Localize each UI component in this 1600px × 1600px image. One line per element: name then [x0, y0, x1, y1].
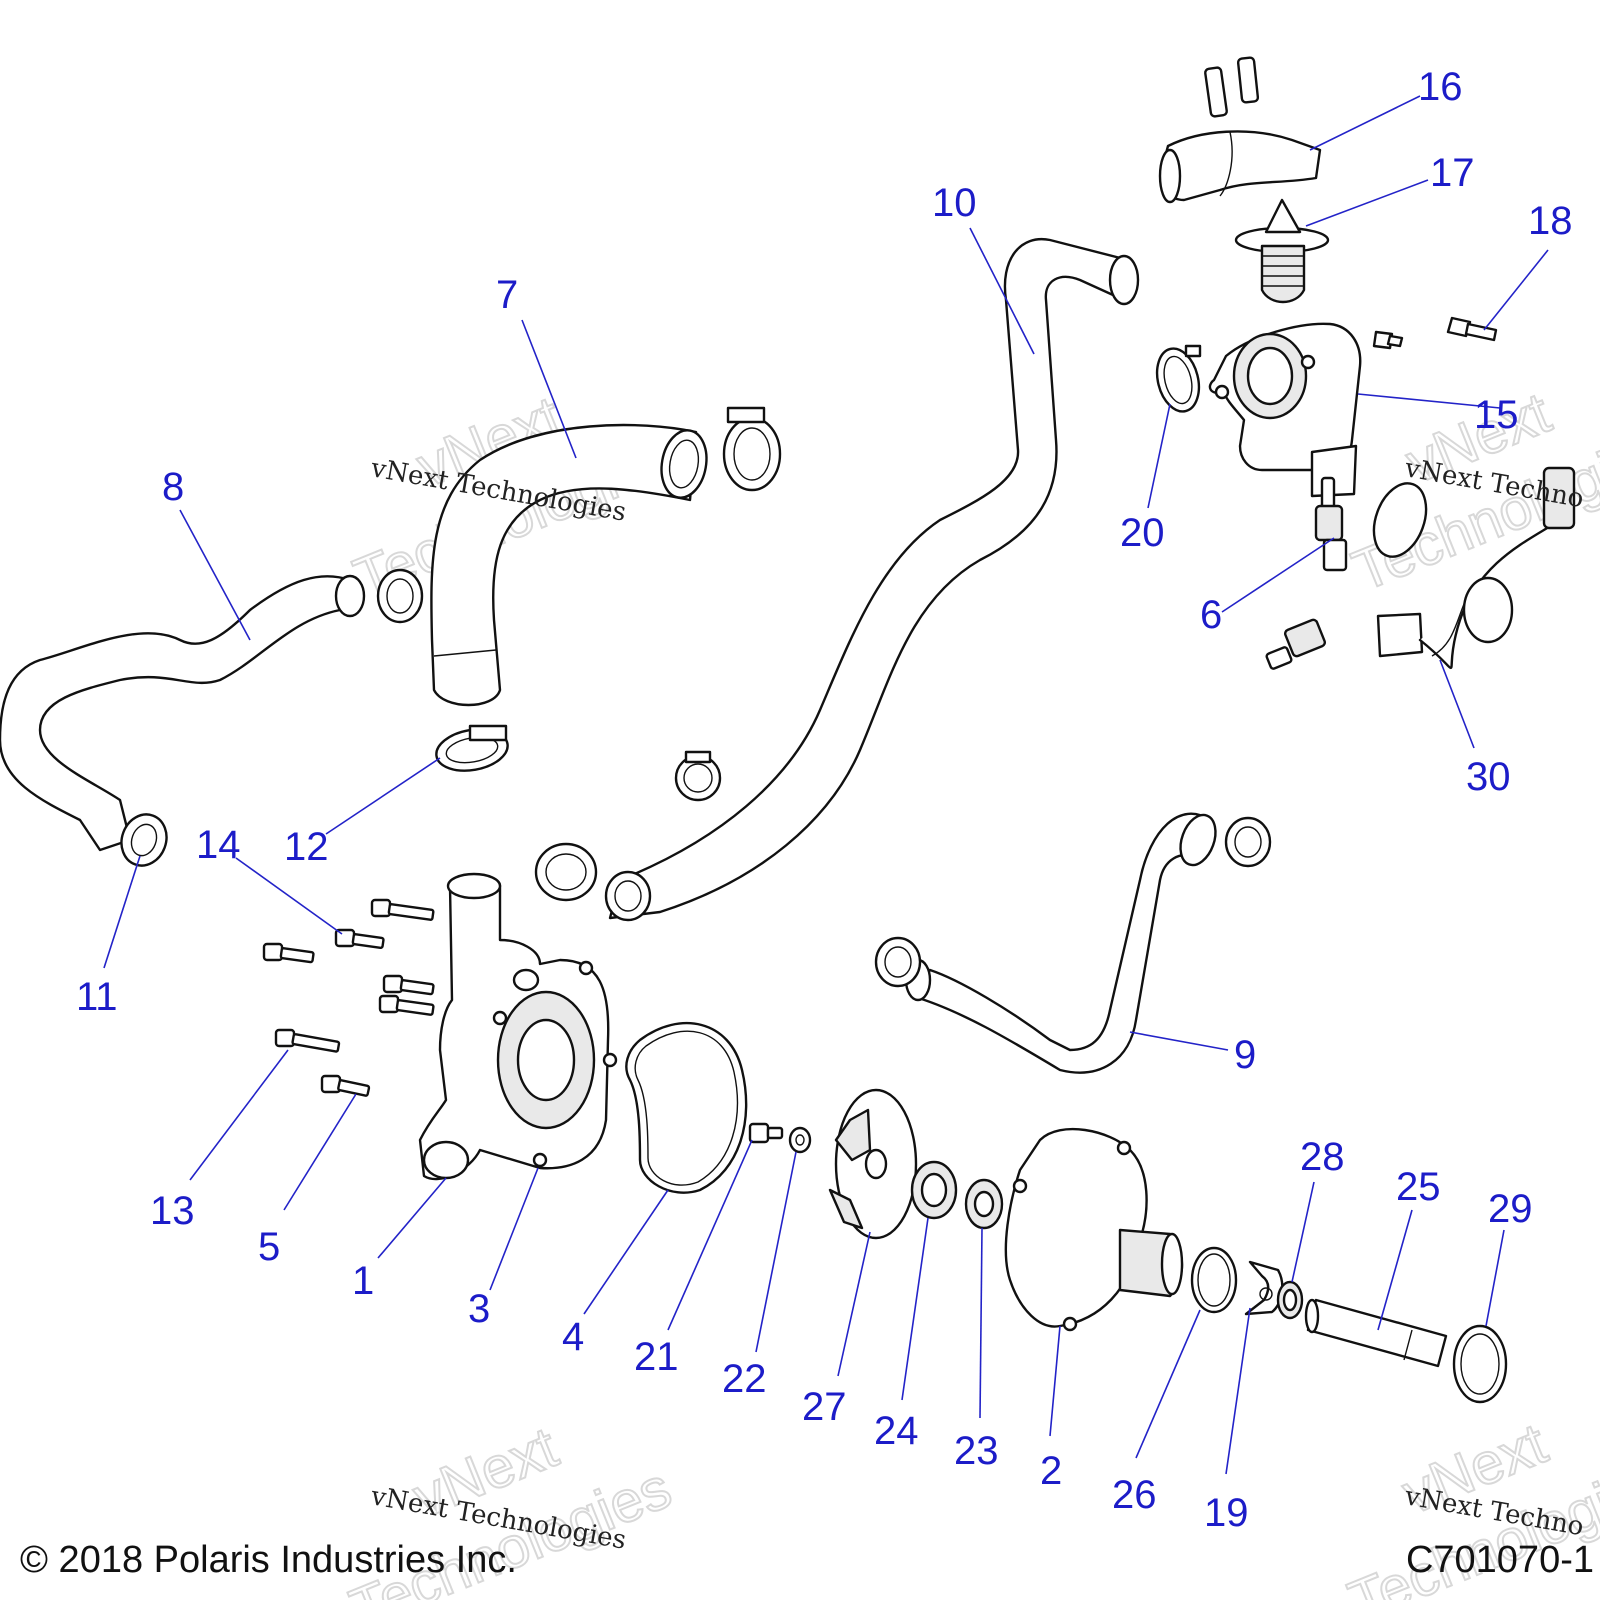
callout-2: 2: [1040, 1449, 1062, 1493]
callout-22: 22: [722, 1357, 767, 1401]
callout-5: 5: [258, 1225, 280, 1269]
temperature-sensor-lower: [1265, 618, 1326, 670]
bolt-part-14-d: [382, 974, 435, 996]
hose-clamp-part-11: [120, 813, 168, 867]
washer-part-22: [788, 1126, 812, 1154]
callout-17: 17: [1430, 151, 1475, 195]
hose-clamp-10-lower-b: [674, 750, 722, 802]
copyright-notice: © 2018 Polaris Industries Inc.: [20, 1539, 517, 1581]
bolt-part-18: [1446, 316, 1498, 342]
callout-30: 30: [1466, 755, 1511, 799]
o-ring-part-29: [1452, 1324, 1508, 1404]
hose-clamp-7-top: [722, 406, 782, 492]
snap-ring-part-26: [1190, 1246, 1238, 1314]
bolt-part-14-a: [370, 898, 435, 921]
callout-10: 10: [932, 181, 977, 225]
callout-23: 23: [954, 1429, 999, 1473]
thermostat-cover-part-16: [1158, 56, 1322, 204]
callout-16: 16: [1418, 65, 1463, 109]
callout-20: 20: [1120, 511, 1165, 555]
callout-28: 28: [1300, 1135, 1345, 1179]
coolant-hose-part-9: [904, 812, 1217, 1074]
hose-clamp-part-12: [435, 724, 509, 772]
callout-25: 25: [1396, 1165, 1441, 1209]
callout-7: 7: [496, 273, 518, 317]
o-ring-gasket-part-4: [625, 1021, 748, 1194]
pump-shaft-part-25: [1304, 1298, 1448, 1368]
leader-lines: [103, 95, 1549, 1475]
seal-part-28: [1276, 1280, 1304, 1320]
thermostat-housing-part-15: [1208, 322, 1362, 498]
hose-clamp-8-top: [376, 568, 424, 624]
diagram-code: C701070-1: [1406, 1539, 1594, 1581]
bolt-part-13: [274, 1028, 341, 1053]
temperature-sensor-part-6: [1314, 476, 1348, 572]
bolt-part-5: [320, 1074, 371, 1097]
thermostat-part-17: [1234, 198, 1330, 304]
callout-6: 6: [1200, 593, 1222, 637]
callout-11: 11: [76, 975, 118, 1019]
coolant-hose-part-10: [604, 237, 1140, 922]
callout-14: 14: [196, 823, 241, 867]
water-pump-housing-part-1: [418, 872, 618, 1181]
callout-13: 13: [150, 1189, 195, 1233]
coolant-hose-part-7: [430, 423, 708, 707]
wire-harness-part-30: [1372, 466, 1576, 670]
bolt-part-14-c: [262, 942, 315, 964]
callout-9: 9: [1234, 1033, 1256, 1077]
bolt-part-14-e: [378, 994, 435, 1016]
callout-29: 29: [1488, 1187, 1533, 1231]
hose-clamp-9-bottom: [874, 936, 922, 988]
bolt-small-near-15: [1372, 330, 1404, 350]
callout-21: 21: [634, 1335, 679, 1379]
seal-part-23: [964, 1178, 1004, 1230]
water-pump-cover-part-2: [1004, 1127, 1184, 1332]
callout-26: 26: [1112, 1473, 1157, 1517]
impeller-part-27: [828, 1088, 918, 1240]
callout-24: 24: [874, 1409, 919, 1453]
bolt-part-14-b: [334, 928, 385, 950]
callout-15: 15: [1474, 393, 1519, 437]
callout-18: 18: [1528, 199, 1573, 243]
seal-part-24: [910, 1160, 958, 1220]
callout-19: 19: [1204, 1491, 1249, 1535]
callout-12: 12: [284, 825, 329, 869]
callout-labels: 16 17 18 10 7 8 15 20 6 30 12 14 11 9 13…: [76, 65, 1573, 1535]
callout-3: 3: [468, 1287, 490, 1331]
callout-27: 27: [802, 1385, 847, 1429]
callout-4: 4: [562, 1315, 584, 1359]
clip-part-19: [1244, 1260, 1284, 1316]
callout-8: 8: [162, 465, 184, 509]
hose-clamp-part-20: [1155, 344, 1202, 413]
hose-clamp-10-lower-a: [534, 842, 598, 902]
callout-1: 1: [352, 1259, 374, 1303]
bolt-part-21: [748, 1122, 784, 1144]
coolant-hose-part-8: [0, 574, 366, 852]
hose-clamp-9-top: [1224, 816, 1272, 868]
